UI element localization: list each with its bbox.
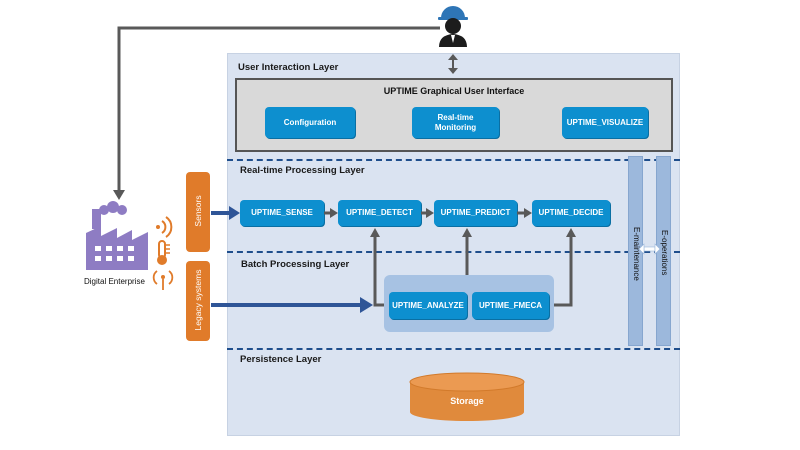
analyze-to-detect-arrow (370, 228, 384, 307)
batch-layer-title: Batch Processing Layer (241, 259, 350, 270)
factory-icon (86, 201, 148, 270)
storage-label: Storage (450, 396, 484, 406)
sense-to-detect-arrow (324, 208, 338, 218)
thermometer-icon (157, 240, 170, 265)
analyze-to-predict-arrow (462, 228, 472, 275)
layer-divider (227, 348, 680, 350)
uptime-predict-module[interactable]: UPTIME_PREDICT (434, 200, 517, 226)
uptime-sense-module[interactable]: UPTIME_SENSE (240, 200, 324, 226)
bidirectional-arrow-icon (638, 243, 661, 255)
user-interaction-layer-title: User Interaction Layer (238, 62, 339, 73)
legacy-to-analyze-arrow (211, 297, 373, 313)
realtime-monitoring-button[interactable]: Real-time Monitoring (412, 107, 499, 138)
uptime-decide-module[interactable]: UPTIME_DECIDE (532, 200, 610, 226)
worker-icon (438, 6, 468, 47)
configuration-button[interactable]: Configuration (265, 107, 355, 138)
wifi-icon (156, 216, 173, 238)
fmeca-to-decide-arrow (554, 228, 576, 307)
predict-to-decide-arrow (517, 208, 532, 218)
sensors-to-sense-arrow (211, 206, 240, 220)
realtime-layer-title: Real-time Processing Layer (240, 165, 365, 176)
sensors-source (186, 172, 210, 252)
uptime-fmeca-module[interactable]: UPTIME_FMECA (472, 292, 549, 319)
bidirectional-vertical-arrow (448, 54, 458, 74)
uptime-analyze-module[interactable]: UPTIME_ANALYZE (389, 292, 467, 319)
legacy-systems-source (186, 261, 210, 341)
digital-enterprise-label: Digital Enterprise (84, 277, 145, 286)
worker-to-enterprise-connector (113, 26, 440, 200)
gui-title: UPTIME Graphical User Interface (383, 86, 525, 96)
visualize-button[interactable]: UPTIME_VISUALIZE (562, 107, 648, 138)
layer-divider (227, 251, 680, 253)
uptime-detect-module[interactable]: UPTIME_DETECT (338, 200, 421, 226)
persistence-layer-title: Persistence Layer (240, 354, 322, 365)
antenna-icon (152, 270, 174, 290)
storage-cylinder: Storage (409, 372, 525, 421)
layer-divider (227, 159, 680, 161)
detect-to-predict-arrow (421, 208, 434, 218)
